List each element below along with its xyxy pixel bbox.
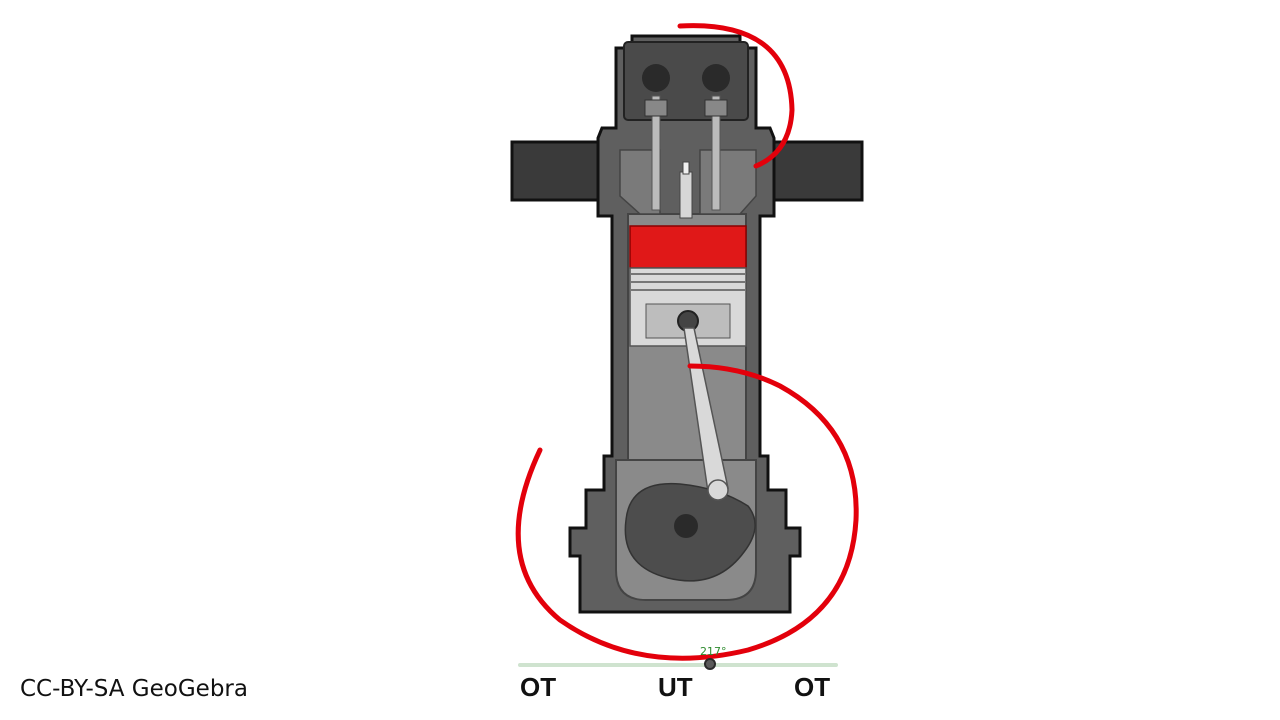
rotation-annotations	[515, 23, 859, 661]
crank-rotation-annotation	[515, 363, 859, 661]
top-dead-center-label-right: OT	[794, 672, 831, 702]
piston	[629, 225, 747, 347]
crank-angle-slider-track[interactable]	[518, 663, 838, 667]
intake-annotation-curve	[677, 23, 795, 169]
spark-plug	[679, 161, 693, 219]
license-credit: CC-BY-SA GeoGebra	[20, 676, 248, 702]
valve-right	[702, 64, 730, 211]
top-dead-center-label-left: OT	[520, 672, 557, 702]
valve-left	[642, 64, 670, 211]
bottom-dead-center-label: UT	[658, 672, 693, 702]
crank-angle-slider-thumb[interactable]	[704, 658, 716, 670]
crank-angle-readout: 217°	[700, 645, 727, 658]
crankshaft	[624, 479, 756, 582]
